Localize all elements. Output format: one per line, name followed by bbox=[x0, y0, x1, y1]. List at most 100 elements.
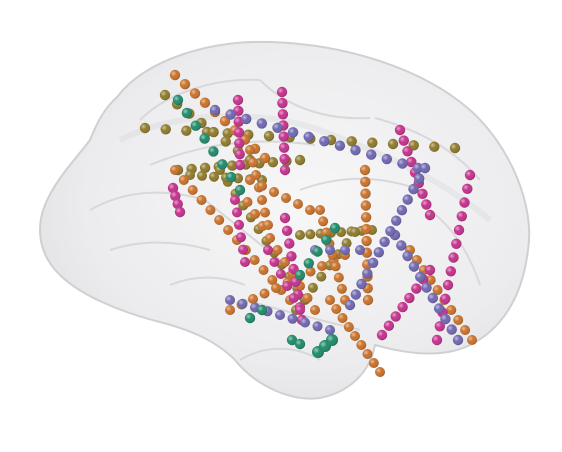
teal-electrode-shaft bbox=[244, 304, 268, 324]
purple-contact-shading bbox=[355, 245, 365, 255]
orange-contact-shading bbox=[259, 288, 270, 299]
purple-electrode-shaft bbox=[344, 162, 431, 311]
magenta-contact-shading bbox=[234, 159, 246, 171]
purple-contact-shading bbox=[300, 317, 310, 328]
magenta-contact-shading bbox=[397, 301, 408, 313]
orange-contact-shading bbox=[336, 283, 347, 294]
purple-contact-shading bbox=[419, 162, 431, 174]
orange-contact-shading bbox=[260, 207, 270, 218]
magenta-contact-shading bbox=[390, 311, 401, 322]
orange-contact-shading bbox=[257, 181, 267, 191]
magenta-contact-shading bbox=[402, 146, 413, 157]
electrode-contacts bbox=[139, 69, 477, 377]
magenta-contact-shading bbox=[440, 293, 451, 304]
purple-contact-shading bbox=[366, 149, 377, 160]
olive-contact-shading bbox=[220, 136, 231, 147]
magenta-contact-shading bbox=[269, 257, 280, 267]
orange-contact-shading bbox=[170, 165, 180, 175]
teal-contact-shading bbox=[181, 107, 193, 119]
orange-contact-shading bbox=[360, 200, 371, 211]
magenta-contact-shading bbox=[421, 199, 432, 210]
purple-contact-shading bbox=[421, 282, 432, 293]
olive-contact-shading bbox=[181, 125, 192, 136]
teal-contact-shading bbox=[294, 269, 306, 281]
orange-contact-shading bbox=[330, 261, 341, 272]
orange-contact-shading bbox=[223, 225, 234, 235]
purple-contact-shading bbox=[356, 278, 367, 290]
orange-contact-shading bbox=[205, 205, 216, 215]
olive-contact-shading bbox=[139, 122, 151, 134]
purple-contact-shading bbox=[209, 104, 221, 116]
orange-contact-shading bbox=[360, 188, 371, 199]
teal-contact-shading bbox=[217, 159, 228, 170]
orange-electrode-shaft bbox=[315, 205, 350, 305]
magenta-contact-shading bbox=[406, 156, 417, 168]
purple-contact-shading bbox=[303, 131, 314, 142]
olive-contact-shading bbox=[429, 141, 440, 152]
magenta-contact-shading bbox=[295, 305, 305, 315]
magenta-contact-shading bbox=[233, 105, 244, 117]
magenta-electrode-shaft bbox=[167, 182, 186, 218]
purple-contact-shading bbox=[408, 183, 419, 195]
magenta-contact-shading bbox=[278, 142, 290, 153]
orange-contact-shading bbox=[325, 295, 335, 305]
purple-contact-shading bbox=[373, 247, 384, 258]
olive-contact-shading bbox=[305, 229, 316, 240]
orange-contact-shading bbox=[310, 305, 320, 315]
orange-contact-shading bbox=[225, 305, 235, 315]
orange-contact-shading bbox=[350, 331, 360, 341]
orange-contact-shading bbox=[269, 187, 279, 197]
olive-contact-shading bbox=[227, 160, 238, 171]
purple-contact-shading bbox=[397, 158, 408, 169]
purple-contact-shading bbox=[225, 295, 235, 305]
orange-contact-shading bbox=[362, 349, 373, 359]
orange-contact-shading bbox=[425, 275, 436, 285]
orange-contact-shading bbox=[263, 220, 273, 230]
orange-contact-shading bbox=[250, 209, 260, 219]
magenta-contact-shading bbox=[232, 94, 244, 106]
purple-contact-shading bbox=[237, 298, 248, 309]
purple-contact-shading bbox=[350, 289, 361, 300]
magenta-contact-shading bbox=[238, 244, 248, 255]
orange-contact-shading bbox=[179, 79, 191, 90]
purple-contact-shading bbox=[396, 205, 408, 216]
orange-contact-shading bbox=[362, 294, 374, 306]
olive-contact-shading bbox=[350, 227, 360, 237]
orange-contact-shading bbox=[178, 175, 189, 185]
teal-contact-shading bbox=[225, 171, 237, 183]
teal-contact-shading bbox=[321, 234, 332, 245]
purple-contact-shading bbox=[225, 109, 236, 120]
magenta-contact-shading bbox=[453, 224, 465, 236]
teal-electrode-shaft bbox=[172, 94, 246, 196]
purple-contact-shading bbox=[275, 310, 285, 320]
purple-contact-shading bbox=[312, 321, 323, 332]
magenta-contact-shading bbox=[236, 232, 246, 243]
teal-contact-shading bbox=[329, 222, 341, 234]
teal-electrode-shaft bbox=[294, 222, 341, 281]
olive-contact-shading bbox=[199, 162, 211, 173]
magenta-contact-shading bbox=[411, 283, 422, 294]
purple-contact-shading bbox=[287, 313, 298, 324]
teal-contact-shading bbox=[190, 120, 201, 131]
purple-contact-shading bbox=[385, 226, 396, 237]
olive-contact-shading bbox=[295, 230, 305, 240]
orange-contact-shading bbox=[267, 275, 278, 285]
purple-contact-shading bbox=[408, 261, 420, 272]
magenta-contact-shading bbox=[279, 212, 291, 224]
magenta-contact-shading bbox=[279, 164, 291, 176]
orange-electrode-shaft bbox=[245, 145, 273, 230]
magenta-contact-shading bbox=[448, 252, 459, 263]
orange-contact-shading bbox=[189, 88, 201, 99]
magenta-contact-shading bbox=[232, 207, 242, 218]
teal-contact-shading bbox=[303, 258, 314, 269]
purple-contact-shading bbox=[433, 303, 445, 314]
magenta-contact-shading bbox=[434, 321, 445, 332]
magenta-contact-shading bbox=[276, 86, 288, 98]
orange-contact-shading bbox=[242, 197, 253, 207]
purple-electrode-shaft bbox=[225, 295, 335, 335]
olive-contact-shading bbox=[316, 271, 327, 282]
orange-contact-shading bbox=[169, 69, 181, 81]
magenta-contact-shading bbox=[462, 183, 473, 194]
magenta-contact-shading bbox=[240, 257, 250, 267]
